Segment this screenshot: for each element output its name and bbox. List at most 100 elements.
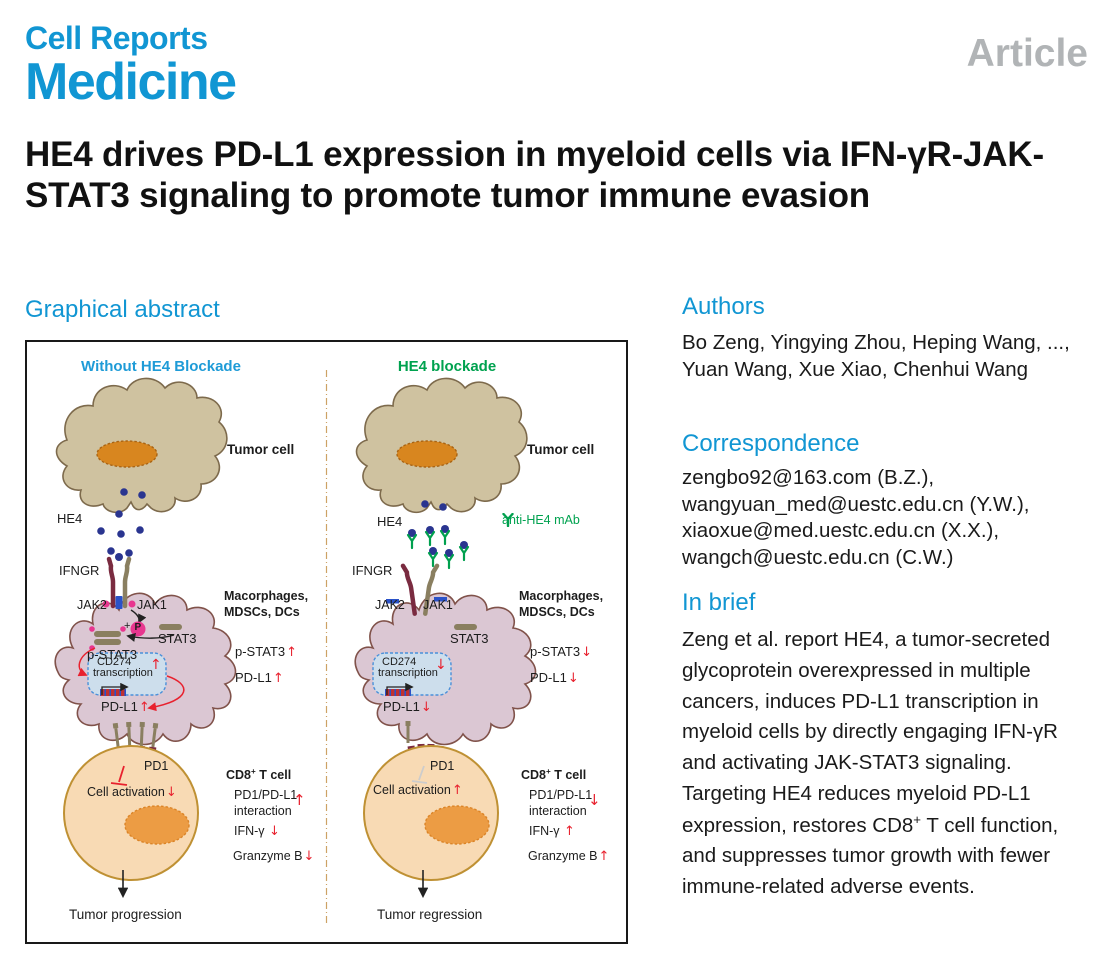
ifng-status: IFN-γ ↑	[529, 824, 575, 840]
ifngr-receptor-separated	[400, 563, 440, 616]
tcell-text: T cell	[550, 768, 587, 783]
myeloid-cells-label: Macorphages, MDSCs, DCs	[519, 588, 603, 621]
pdl1-status-text: PD-L1	[235, 670, 272, 685]
correspondence-email: xiaoxue@med.uestc.edu.cn (X.X.),	[682, 519, 1000, 543]
figure-artwork	[54, 370, 537, 924]
pdl1-status: PD-L1↓	[530, 670, 579, 687]
jak2-label: JAK2	[77, 598, 107, 612]
interaction-line2: interaction	[529, 804, 587, 819]
pdl1-label: PD-L1↓	[383, 699, 432, 716]
pdl1-up-arrow: ↑	[272, 671, 284, 686]
cd274-down-arrow: ↓	[435, 657, 447, 673]
p-stat3-bars	[89, 626, 126, 651]
outcome-label: Tumor regression	[377, 907, 483, 922]
jak1-label: JAK1	[137, 598, 167, 612]
correspondence-email: wangyuan_med@uestc.edu.cn (Y.W.),	[682, 492, 1030, 516]
ifngr-receptor-engaged	[106, 556, 132, 609]
in-brief-text: Zeng et al. report HE4, a tumor-secreted…	[682, 628, 1058, 837]
ifng-text: IFN-γ	[529, 824, 560, 838]
pdl1-text: PD-L1	[101, 699, 138, 714]
journal-name-line1: Cell Reports	[25, 20, 208, 56]
granzyme-down-arrow: ↓	[303, 849, 315, 864]
pd1-label: PD1	[144, 759, 169, 773]
cell-activation-text: Cell activation	[373, 783, 451, 797]
cd274-transcription-box	[372, 652, 452, 696]
panel-title: HE4 blockade	[397, 358, 497, 375]
granzyme-text: Granzyme B	[233, 849, 303, 863]
pdl1-text: PD-L1	[383, 699, 420, 714]
tcell-nucleus	[124, 805, 190, 845]
stat3-to-pstat3-arrow	[126, 632, 175, 642]
outcome-label: Tumor progression	[69, 907, 182, 922]
pd1-label: PD1	[430, 759, 455, 773]
journal-logo: Cell Reports Medicine	[25, 20, 237, 108]
granzyme-status: Granzyme B↑	[528, 849, 609, 865]
antibody-icon	[502, 513, 514, 527]
ifng-down-arrow: ↓	[269, 824, 280, 839]
cell-activation-up-arrow: ↑	[451, 783, 463, 798]
he4-antibody-complexes	[406, 523, 470, 570]
myeloid-line1: Macorphages,	[519, 589, 604, 603]
left-panel-artwork	[54, 377, 237, 899]
p-stat3-status-text: p-STAT3	[530, 644, 581, 659]
authors-line: Yuan Wang, Xue Xiao, Chenhui Wang	[682, 358, 1029, 382]
myeloid-line2: MDSCs, DCs	[519, 605, 595, 620]
cd8-tcell-shape	[363, 745, 499, 881]
cell-activation-text: Cell activation	[87, 785, 165, 799]
graphical-abstract-heading: Graphical abstract	[25, 296, 220, 323]
tumor-cell-label: Tumor cell	[527, 442, 595, 457]
inhibition-symbol	[110, 765, 128, 786]
anti-he4-mab-text: anti-HE4 mAb	[502, 513, 580, 527]
in-brief-text: T cell function, and suppresses tumor gr…	[682, 813, 1059, 898]
he4-label: HE4	[377, 514, 403, 529]
tumor-nucleus	[396, 440, 458, 468]
cd8-tcell-label: CD8+ T cell	[226, 767, 291, 783]
stat3-label: STAT3	[158, 631, 197, 646]
graphical-abstract-figure: Without HE4 Blockade Tumor cell HE4 IFNG…	[25, 340, 628, 944]
authors-heading: Authors	[682, 293, 765, 320]
panel-title: Without HE4 Blockade	[81, 358, 241, 375]
jak2-label: JAK2	[375, 598, 405, 612]
jak1-label: JAK1	[423, 598, 453, 612]
ifng-text: IFN-γ	[234, 824, 265, 838]
correspondence-heading: Correspondence	[682, 430, 860, 457]
pdl1-status-text: PD-L1	[530, 670, 567, 685]
cd8-sup: +	[251, 767, 256, 776]
p-stat3-status: p-STAT3↑	[235, 644, 297, 661]
pdl1-label: PD-L1↑	[101, 699, 150, 716]
ifng-status: IFN-γ ↓	[234, 824, 280, 840]
tcell-text: T cell	[255, 768, 292, 783]
cell-activation-label: Cell activation↑	[373, 783, 463, 799]
phospho-p-label: P	[134, 622, 142, 633]
inhibition-symbol-faded	[411, 765, 428, 784]
correspondence-list: zengbo92@163.com (B.Z.), wangyuan_med@ue…	[682, 465, 1029, 572]
pdl1-down-arrow: ↓	[567, 671, 579, 686]
p-stat3-down-arrow: ↓	[581, 645, 592, 660]
interaction-line1: PD1/PD-L1	[234, 788, 298, 802]
pd1-pdl1-interaction-label: PD1/PD-L1 interaction	[234, 787, 297, 820]
authors-list: Bo Zeng, Yingying Zhou, Heping Wang, ...…	[682, 329, 1070, 384]
stat3-label: STAT3	[450, 631, 489, 646]
cd274-label: CD274	[382, 656, 417, 668]
interaction-down-arrow: ↓	[588, 791, 601, 809]
ifng-up-arrow: ↑	[564, 824, 575, 839]
transcription-label: transcription	[378, 667, 438, 679]
he4-label: HE4	[57, 511, 83, 526]
anti-he4-mab-legend: anti-HE4 mAb	[502, 513, 580, 527]
transcription-label: transcription	[93, 667, 153, 679]
myeloid-cells-label: Macorphages, MDSCs, DCs	[224, 588, 308, 621]
pdl1-down-arrow: ↓	[420, 700, 432, 715]
cd274-transcription-box	[87, 652, 167, 696]
cd274-label: CD274	[97, 656, 132, 668]
cd8-sup: +	[546, 767, 551, 776]
pstat3-to-cd274-red-arrow	[77, 647, 96, 677]
granzyme-up-arrow: ↑	[598, 849, 610, 864]
phospho-circle	[130, 621, 146, 637]
cd8-tcell-label: CD8+ T cell	[521, 767, 586, 783]
stat3-bar	[159, 624, 182, 630]
phospho-plus-label: +	[124, 620, 131, 632]
tumor-nucleus	[96, 440, 158, 468]
granzyme-status: Granzyme B↓	[233, 849, 314, 865]
right-panel-artwork	[354, 377, 537, 899]
